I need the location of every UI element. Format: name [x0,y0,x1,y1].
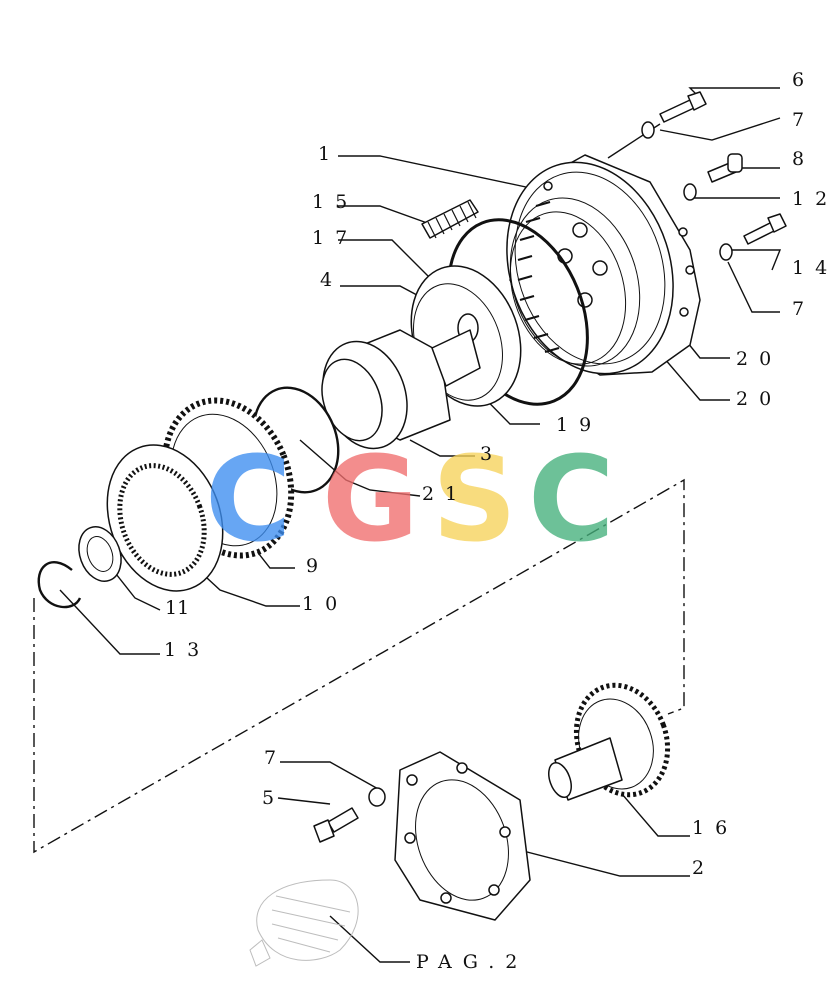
friction-disc [106,444,224,592]
callout-7c: 7 [264,747,287,769]
housing [506,154,701,376]
callout-3: 3 [480,443,503,465]
spring [421,199,479,239]
watermark-letter-s: S [432,430,517,568]
bolt-5 [313,807,359,843]
watermark-logo: C G S C [205,430,615,568]
callout-5: 5 [262,787,285,809]
callout-17: 17 [312,227,358,249]
callout-16: 16 [692,817,738,839]
washer-12 [683,183,697,201]
bearing [78,526,122,582]
callout-8: 8 [792,148,815,170]
callout-pag2: PAG.2 [416,951,528,973]
bolt-8 [707,153,743,183]
callout-15: 15 [312,191,358,213]
washer-7-lower [368,787,386,807]
bolt-6 [659,91,707,123]
callout-14: 14 [792,257,832,279]
watermark-letter-c2: C [528,430,615,568]
callout-19: 19 [556,414,602,436]
callout-20: 20 [736,348,782,370]
callout-12: 12 [792,188,832,210]
callout-7: 7 [792,109,815,131]
callout-10: 10 [302,593,348,615]
callout-1: 1 [318,143,341,165]
watermark-letter-g: G [322,430,419,568]
callout-11: 11 [165,597,189,619]
callout-13: 13 [164,639,210,661]
assembly-centerlines [33,478,685,854]
callout-4: 4 [320,269,343,291]
flange [394,751,531,921]
callout-21: 21 [422,483,468,505]
callout-7b: 7 [792,298,815,320]
callout-2: 2 [692,857,715,879]
pinion-reference-ghost [249,879,359,967]
watermark-letter-c: C [205,430,292,568]
washer-7-right [719,243,733,261]
callout-6: 6 [792,69,815,91]
callout-20b: 20 [736,388,782,410]
snap-ring [37,561,82,609]
sun-shaft [321,329,481,450]
bolt-14 [743,213,787,245]
gear-shaft [548,682,671,801]
callout-9: 9 [306,555,329,577]
callout-labels: 6 7 8 1 12 15 17 14 4 7 20 20 19 3 21 9 … [164,69,832,973]
washer-7-top [641,121,655,139]
